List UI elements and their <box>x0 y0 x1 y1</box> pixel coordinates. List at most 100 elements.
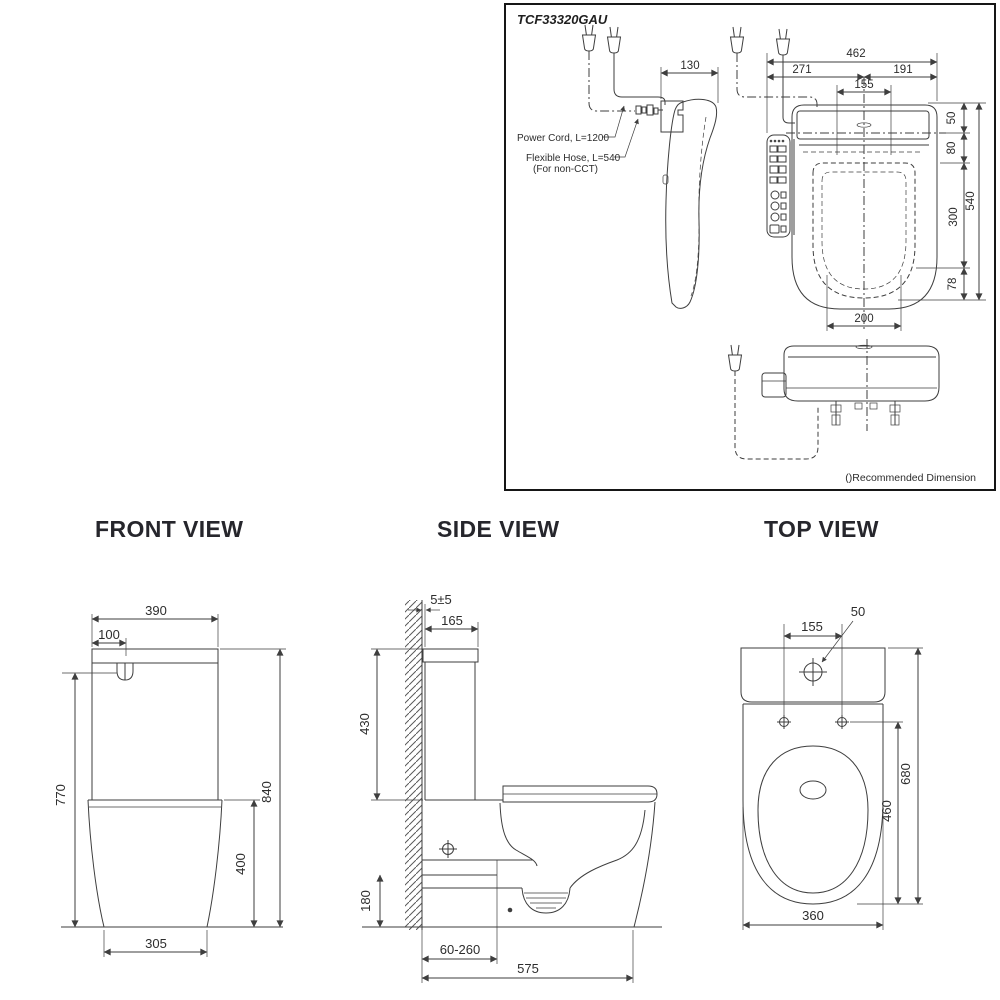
fixing-dot <box>507 907 513 913</box>
seat-opening-inner <box>821 171 907 290</box>
top-view-title: TOP VIEW <box>764 516 879 542</box>
pan-right-edge <box>206 799 223 928</box>
svg-text:60-260: 60-260 <box>440 942 480 957</box>
dim-button-offset: 100 <box>91 627 127 656</box>
front-view-drawing: 390 100 770 840 400 305 <box>53 603 286 957</box>
hose-stub-left <box>830 401 842 426</box>
dim-setout: 60-260 <box>421 930 498 983</box>
power-cord-line <box>613 53 666 105</box>
svg-text:840: 840 <box>259 781 274 803</box>
hose-stub-right <box>889 401 901 426</box>
side-view-title: SIDE VIEW <box>437 516 560 542</box>
cord-line <box>782 55 795 124</box>
svg-text:50: 50 <box>946 112 958 125</box>
hose-leader <box>614 118 639 158</box>
tank-top <box>740 647 886 703</box>
dim-inlet-height: 770 <box>53 672 117 928</box>
front-view-title: FRONT VIEW <box>95 516 244 542</box>
dim-overall-length: 680 <box>857 647 923 905</box>
dim-opening-width: 200 <box>826 275 902 331</box>
svg-text:400: 400 <box>233 853 248 875</box>
side-view-drawing: 5±5 165 430 180 60-260 575 <box>360 592 662 983</box>
flexible-hose-line <box>588 51 635 112</box>
spec-drawing-box: TCF33320GAU <box>504 3 996 491</box>
cord-loop <box>734 371 819 460</box>
svg-text:100: 100 <box>98 627 120 642</box>
svg-text:305: 305 <box>145 936 167 951</box>
svg-text:50: 50 <box>851 604 865 619</box>
svg-text:130: 130 <box>680 60 699 72</box>
dim-depth-chain: 50 80 300 540 78 <box>898 102 986 301</box>
dim-hole-diameter: 50 <box>821 604 865 663</box>
svg-text:200: 200 <box>854 313 873 325</box>
hose-label-line1: Flexible Hose, L=540 <box>526 153 621 164</box>
svg-text:460: 460 <box>879 800 894 822</box>
model-number: TCF33320GAU <box>517 12 608 27</box>
svg-text:191: 191 <box>893 64 912 76</box>
dim-overall-width: 462 <box>766 48 938 133</box>
bowl-interior-right <box>569 809 646 889</box>
dim-hole-spacing: 155 <box>783 619 843 716</box>
bidet-side-drawing: 130 Power Cord, L=1200 Flexible Hose, L=… <box>517 24 719 309</box>
bowl-outline <box>742 704 884 905</box>
bidet-top-drawing: 462 271 191 155 <box>730 26 986 331</box>
dim-left-right-of-center: 271 191 <box>766 64 938 81</box>
dim-pan-height: 400 <box>224 799 260 928</box>
toilet-front <box>61 648 283 928</box>
power-cord-leader <box>602 105 626 138</box>
svg-text:770: 770 <box>53 784 68 806</box>
svg-text:575: 575 <box>517 961 539 976</box>
dim-unit-depth: 130 <box>660 60 719 103</box>
bowl-interior-left <box>499 802 538 867</box>
top-view-drawing: 155 50 680 460 360 <box>740 604 923 930</box>
inlet-crosshair <box>439 840 457 858</box>
button-crosshair <box>799 658 827 686</box>
svg-text:360: 360 <box>802 908 824 923</box>
svg-text:430: 430 <box>360 713 372 735</box>
toilet-top <box>740 647 886 905</box>
dim-tank-width: 390 <box>91 603 219 647</box>
dim-tank-height: 430 <box>360 648 423 801</box>
svg-text:680: 680 <box>898 763 913 785</box>
dim-overall-height: 840 <box>220 648 286 928</box>
hose-label-line2: (For non-CCT) <box>533 164 598 175</box>
svg-text:155: 155 <box>854 79 873 91</box>
dim-width: 360 <box>742 807 884 930</box>
svg-text:80: 80 <box>946 142 958 155</box>
wall <box>405 600 423 930</box>
recommended-dimension-note: ()Recommended Dimension <box>845 472 976 484</box>
svg-text:155: 155 <box>801 619 823 634</box>
mount-hole-right <box>835 715 849 729</box>
svg-text:462: 462 <box>846 48 865 60</box>
svg-text:271: 271 <box>792 64 811 76</box>
svg-text:78: 78 <box>947 278 959 291</box>
seat-lid <box>796 110 930 140</box>
seat-opening-outer <box>812 162 916 299</box>
svg-text:165: 165 <box>441 613 463 628</box>
pan-left-edge <box>87 799 105 928</box>
svg-text:5±5: 5±5 <box>430 592 452 607</box>
dim-lid-width: 155 <box>836 79 892 155</box>
toilet-side <box>362 648 662 964</box>
control-panel <box>766 134 795 238</box>
lid-handle <box>856 122 872 128</box>
dim-base-width: 305 <box>103 930 208 957</box>
trapway-sump <box>521 887 571 914</box>
hose-line <box>736 53 818 108</box>
mount-hole-left <box>777 715 791 729</box>
power-cord-label: Power Cord, L=1200 <box>517 133 609 144</box>
hose-connector <box>635 104 663 116</box>
rim-inner <box>757 745 869 894</box>
dim-tank-depth: 165 <box>424 613 479 647</box>
svg-text:300: 300 <box>948 207 960 226</box>
tank <box>91 648 219 801</box>
dim-overall-depth: 575 <box>421 930 634 983</box>
bowl-front-edge <box>633 801 656 928</box>
spec-drawing: TCF33320GAU <box>517 12 986 484</box>
side-unit <box>761 372 787 398</box>
water-outlet <box>799 780 827 800</box>
tank-lid <box>422 648 479 663</box>
bidet-front-drawing <box>728 339 940 460</box>
dim-rim-length: 460 <box>850 721 903 905</box>
seat-side-profile <box>660 98 718 309</box>
